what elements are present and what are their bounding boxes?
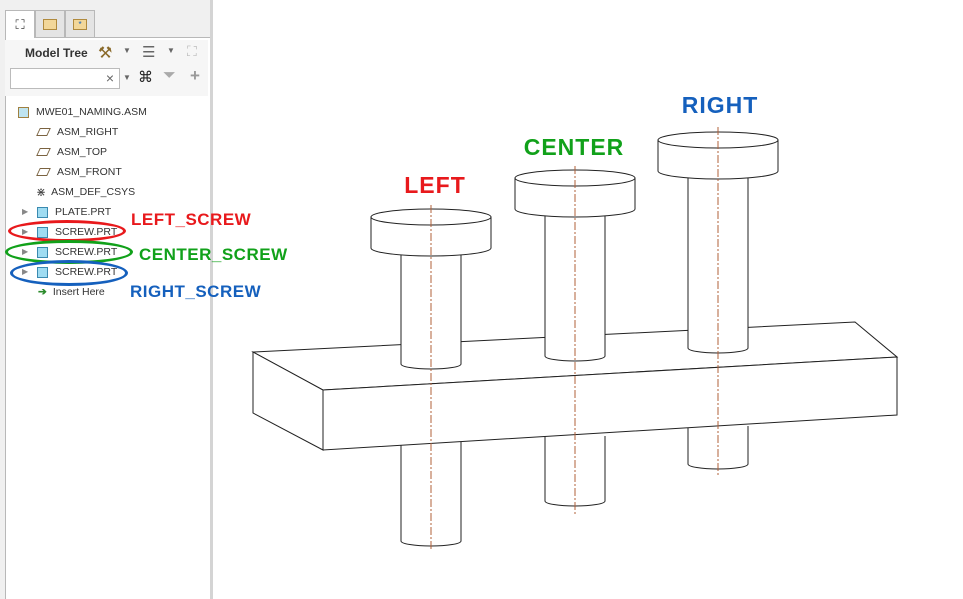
tab-favorites[interactable]: * — [65, 10, 95, 37]
chevron-down-icon[interactable]: ▼ — [123, 73, 131, 82]
search-input[interactable]: × — [10, 68, 120, 89]
csys-icon: ⋇ — [36, 185, 47, 199]
tree-item-asm-front[interactable]: ASM_FRONT — [36, 162, 122, 182]
left-screw-highlight — [8, 220, 126, 242]
tab-folder-browser[interactable] — [35, 10, 65, 37]
expand-icon[interactable]: ▶ — [22, 207, 29, 216]
tree-item-label: ASM_RIGHT — [57, 126, 119, 138]
insert-arrow-icon: ➔ — [38, 286, 47, 298]
left-screw-head — [370, 208, 492, 257]
favorites-folder-icon: * — [73, 18, 87, 30]
tree-item-label: Insert Here — [52, 286, 105, 298]
tree-toolbar: Model Tree ⚒ ▼ ☰ ▼ ⛶ × ▼ ⌘ ⏷ + — [5, 40, 208, 96]
right-screw-highlight — [10, 260, 128, 286]
center-label: CENTER — [523, 134, 625, 160]
center-screw-head — [514, 169, 636, 218]
tree-item-assembly[interactable]: MWE01_NAMING.ASM — [18, 102, 147, 122]
left-label: LEFT — [404, 172, 466, 198]
tree-item-label: PLATE.PRT — [55, 206, 112, 218]
tab-model-tree[interactable]: ⛶ — [5, 10, 35, 38]
part-icon — [37, 206, 48, 218]
center-screw-lower-shaft — [544, 436, 606, 507]
chevron-down-icon[interactable]: ▼ — [123, 46, 131, 55]
right-label: RIGHT — [681, 92, 759, 118]
show-list-icon[interactable]: ☰ — [142, 44, 156, 61]
tree-icon: ⛶ — [15, 16, 25, 32]
tree-item-asm-right[interactable]: ASM_RIGHT — [36, 122, 119, 142]
right-screw-head — [657, 131, 779, 180]
tree-item-label: ASM_TOP — [57, 146, 107, 158]
axes — [430, 127, 719, 551]
tree-item-plate[interactable]: PLATE.PRT — [37, 202, 111, 222]
tree-item-label: ASM_DEF_CSYS — [51, 186, 136, 198]
settings-tools-icon[interactable]: ⚒ — [98, 45, 113, 62]
filter-icon[interactable]: ⏷ — [163, 67, 176, 84]
tree-filter-hide-icon[interactable]: ⛶ — [187, 43, 197, 59]
left-screw-shaft — [400, 247, 462, 370]
left-screw-lower-shaft — [400, 442, 462, 547]
datum-plane-icon — [36, 148, 51, 156]
tree-item-csys[interactable]: ⋇ ASM_DEF_CSYS — [36, 182, 135, 202]
model-tree-title: Model Tree — [25, 46, 88, 60]
right-screw-shaft — [687, 170, 749, 354]
assembly-icon — [18, 106, 29, 118]
center-screw-shaft — [544, 208, 606, 362]
model-tree-panel: ⛶ * Model Tree ⚒ ▼ ☰ ▼ ⛶ × ▼ ⌘ ⏷ + MWE01… — [0, 0, 213, 599]
tree-area — [5, 38, 210, 599]
center-screw-annotation: CENTER_SCREW — [139, 245, 288, 264]
tab-divider — [5, 37, 210, 38]
right-screw-annotation: RIGHT_SCREW — [130, 282, 262, 301]
tree-item-asm-top[interactable]: ASM_TOP — [36, 142, 107, 162]
binoculars-icon[interactable]: ⌘ — [138, 69, 153, 86]
tree-item-label: MWE01_NAMING.ASM — [36, 106, 147, 118]
clear-icon[interactable]: × — [105, 70, 114, 86]
left-screw-annotation: LEFT_SCREW — [131, 210, 252, 229]
add-icon[interactable]: + — [190, 66, 200, 85]
plate — [251, 321, 899, 451]
assembly-geometry — [251, 131, 899, 547]
tree-item-label: ASM_FRONT — [57, 166, 122, 178]
right-screw-lower-shaft — [687, 426, 749, 470]
datum-plane-icon — [36, 168, 51, 176]
chevron-down-icon[interactable]: ▼ — [167, 46, 175, 55]
tree-item-insert-here[interactable]: ➔ Insert Here — [38, 282, 105, 302]
folders-icon — [43, 18, 57, 30]
datum-plane-icon — [36, 128, 51, 136]
